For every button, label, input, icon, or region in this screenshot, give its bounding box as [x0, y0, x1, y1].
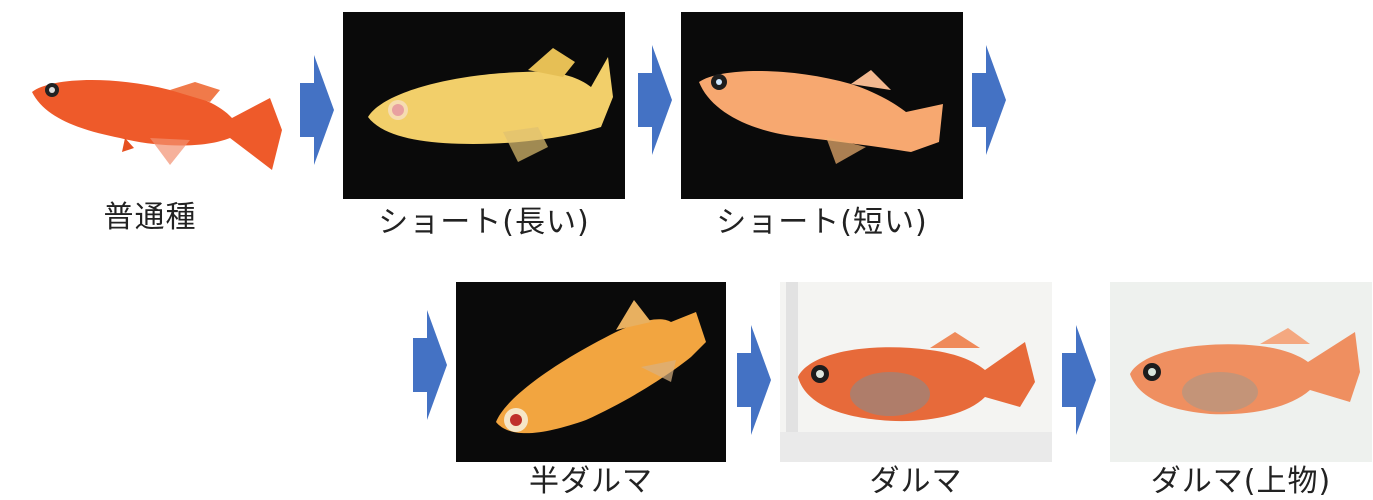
caption-normal-type: 普通種	[60, 200, 240, 236]
right-arrow-6	[1062, 325, 1096, 435]
right-arrow-3	[972, 45, 1006, 155]
caption-daruma-premium: ダルマ(上物)	[1110, 464, 1372, 500]
photo-normal-type	[10, 20, 300, 190]
photo-daruma-premium	[1110, 282, 1372, 462]
caption-short-long: ショート(長い)	[343, 205, 625, 241]
photo-half-daruma	[456, 282, 726, 462]
caption-half-daruma: 半ダルマ	[456, 464, 726, 500]
right-arrow-2	[638, 45, 672, 155]
photo-short-long	[343, 12, 625, 199]
right-arrow-4	[413, 310, 447, 420]
right-arrow-5	[737, 325, 771, 435]
caption-daruma: ダルマ	[780, 464, 1052, 500]
photo-daruma	[780, 282, 1052, 462]
photo-short-short	[681, 12, 963, 199]
right-arrow-1	[300, 55, 334, 165]
caption-short-short: ショート(短い)	[681, 205, 963, 241]
